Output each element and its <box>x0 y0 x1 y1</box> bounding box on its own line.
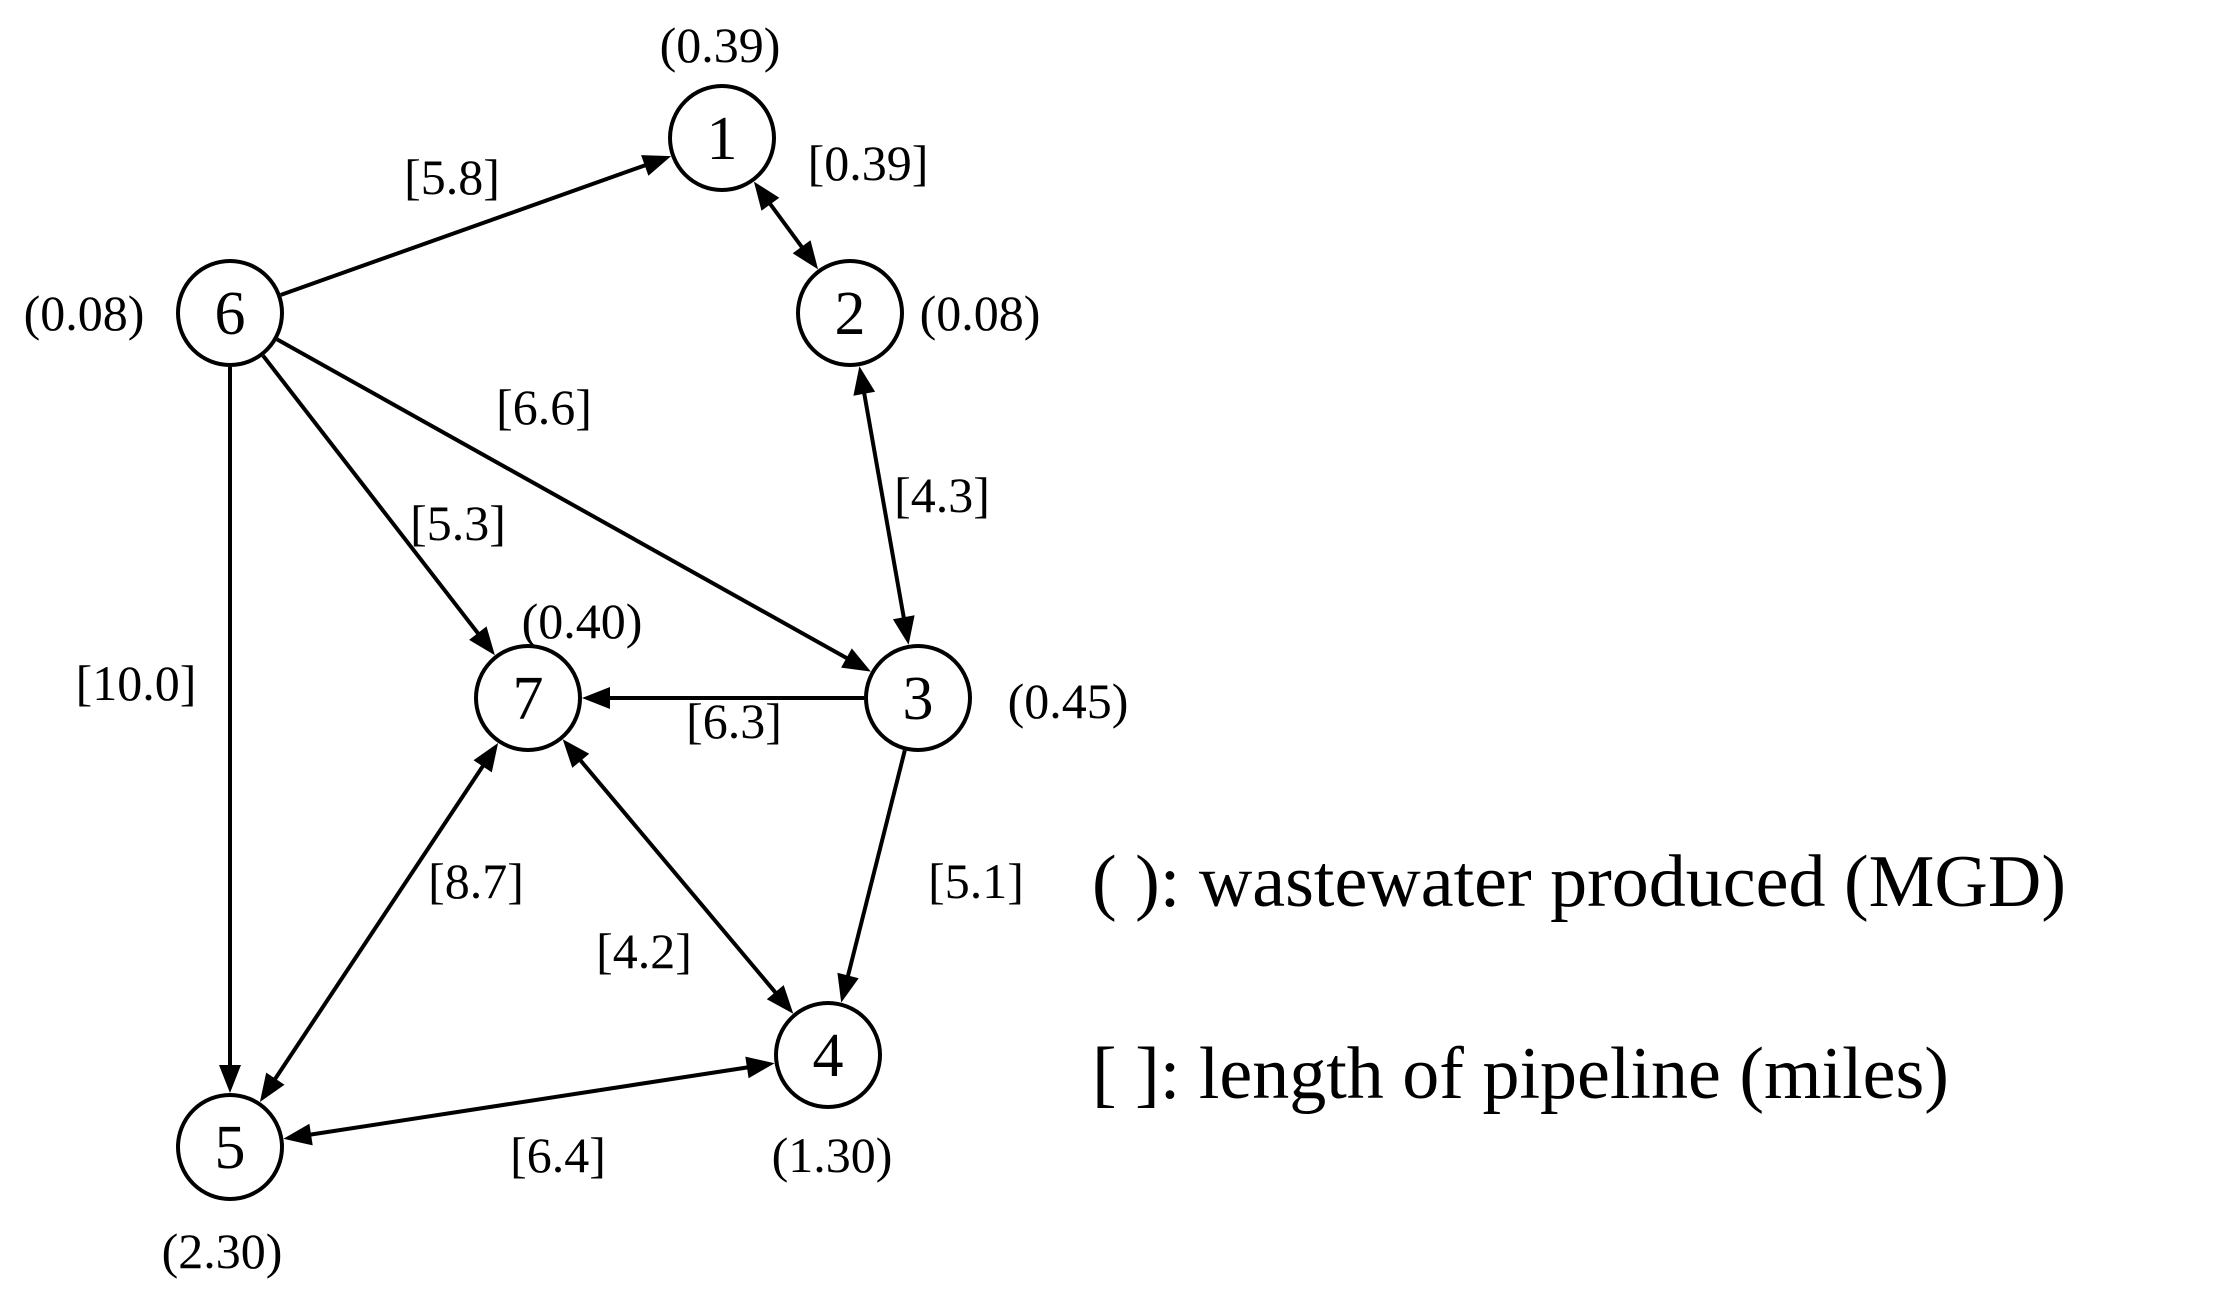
legend-supply-key: ( ): wastewater produced (MGD) <box>1092 841 2066 923</box>
edge-length-label-7-5: [8.7] <box>428 853 524 909</box>
node-4: 4 (1.30) <box>772 1001 893 1183</box>
node-supply-label-4: (1.30) <box>772 1127 893 1183</box>
node-circle-4 <box>774 1001 882 1109</box>
pipeline-edge-6-3 <box>276 337 851 662</box>
node-circle-7 <box>474 644 582 752</box>
node-5: 5 (2.30) <box>162 1093 284 1279</box>
edge-length-label-6-3: [6.6] <box>496 379 592 435</box>
node-circle-6 <box>176 259 284 367</box>
edge-length-label-2-3: [4.3] <box>894 467 990 523</box>
pipeline-edge-7-4 <box>576 756 780 997</box>
node-number-7: 7 <box>513 665 544 733</box>
node-supply-label-6: (0.08) <box>24 285 145 341</box>
node-1: 1 (0.39) <box>660 17 781 192</box>
node-number-6: 6 <box>215 280 246 348</box>
arrowhead-6-3-to-3 <box>841 648 871 672</box>
arrowhead-3-7-to-7 <box>582 687 610 709</box>
edge-length-label-1-2: [0.39] <box>808 135 929 191</box>
node-supply-label-7: (0.40) <box>522 593 643 649</box>
node-6: 6 (0.08) <box>24 259 284 367</box>
arrowhead-1-2-to-1 <box>753 181 780 211</box>
node-7: 7 (0.40) <box>474 593 643 752</box>
arrowhead-6-1-to-1 <box>641 155 672 176</box>
pipeline-edge-7-5 <box>271 761 487 1084</box>
arrowhead-5-4-to-4 <box>745 1056 775 1079</box>
node-2: 2 (0.08) <box>796 259 1041 367</box>
arrowhead-6-5-to-5 <box>219 1065 241 1093</box>
arrowhead-1-2-to-2 <box>792 240 819 270</box>
arrowhead-2-3-to-3 <box>892 615 915 645</box>
node-number-1: 1 <box>707 105 738 173</box>
node-supply-label-2: (0.08) <box>920 285 1041 341</box>
arrowhead-5-4-to-5 <box>283 1123 313 1146</box>
node-number-5: 5 <box>215 1114 246 1182</box>
node-number-3: 3 <box>903 665 934 733</box>
node-circle-3 <box>864 644 972 752</box>
node-3: 3 (0.45) <box>864 644 1129 752</box>
pipeline-edge-6-1 <box>280 162 650 297</box>
pipeline-edge-2-3 <box>861 389 907 622</box>
edge-length-label-3-4: [5.1] <box>928 853 1024 909</box>
node-number-4: 4 <box>813 1022 844 1090</box>
pipeline-edge-1-2 <box>766 199 806 252</box>
arrowhead-6-7-to-7 <box>469 626 495 656</box>
arrowhead-3-4-to-4 <box>837 972 859 1003</box>
legend-length-key: [ ]: length of pipeline (miles) <box>1092 1033 1949 1115</box>
pipeline-edge-6-7 <box>261 354 482 638</box>
node-circle-2 <box>796 259 904 367</box>
nodes-layer: 1 (0.39) 2 (0.08) 3 (0.45) 4 (1.30) 5 (2.30) 6 (0.0… <box>24 17 1129 1279</box>
edge-length-label-6-7: [5.3] <box>410 495 506 551</box>
arrowhead-7-5-to-7 <box>473 743 499 773</box>
edges-layer: [5.8] [0.39] [4.3] [6.6] [5.3] [10.0] [6.3] [5.… <box>76 135 1024 1183</box>
node-supply-label-1: (0.39) <box>660 17 781 73</box>
node-circle-5 <box>176 1093 284 1201</box>
edge-length-label-6-1: [5.8] <box>404 149 500 205</box>
edge-length-label-3-7: [6.3] <box>686 693 782 749</box>
pipeline-edge-5-4 <box>306 1064 752 1138</box>
edge-length-label-7-4: [4.2] <box>596 923 692 979</box>
node-supply-label-5: (2.30) <box>162 1223 283 1279</box>
edge-length-label-6-5: [10.0] <box>76 655 197 711</box>
node-number-2: 2 <box>835 280 866 348</box>
arrowhead-7-4-to-4 <box>766 985 794 1014</box>
edge-length-label-5-4: [6.4] <box>510 1127 606 1183</box>
node-circle-1 <box>668 84 776 192</box>
node-supply-label-3: (0.45) <box>1008 673 1129 729</box>
legend: ( ): wastewater produced (MGD) [ ]: leng… <box>1092 841 2066 1115</box>
arrowhead-7-4-to-7 <box>562 739 590 768</box>
arrowhead-7-5-to-5 <box>259 1072 285 1102</box>
arrowhead-2-3-to-2 <box>853 366 876 396</box>
pipeline-edge-3-4 <box>845 749 907 980</box>
